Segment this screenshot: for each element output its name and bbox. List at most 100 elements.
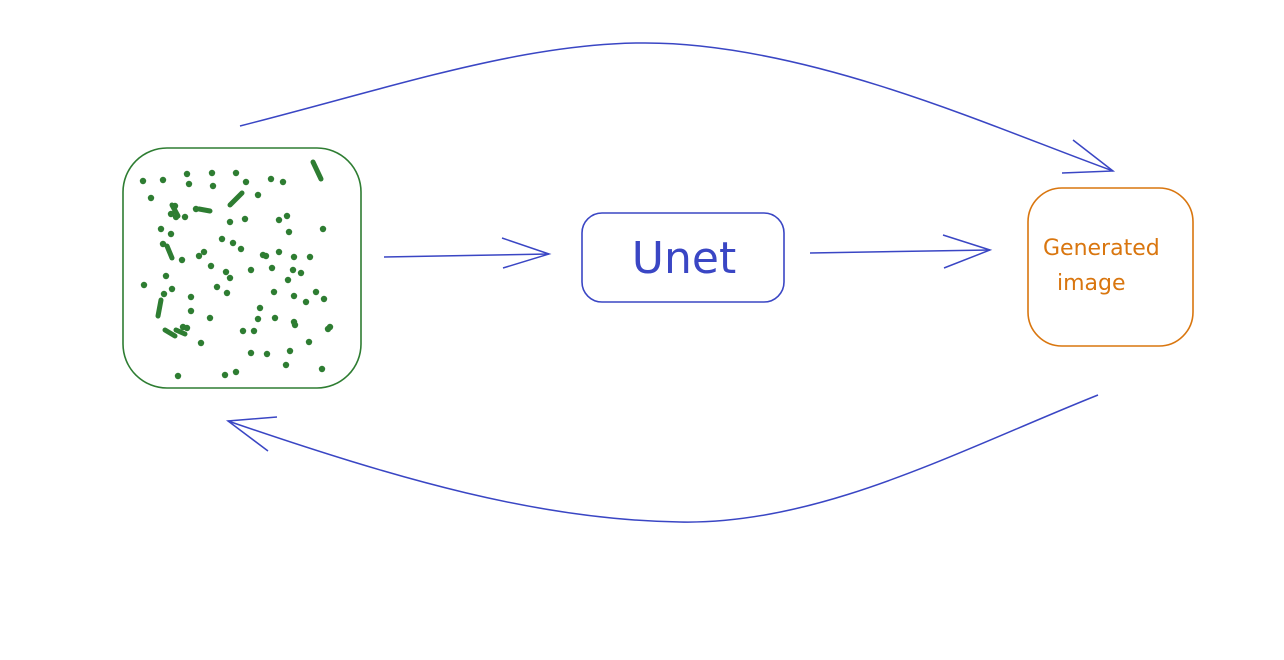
noise-dot [291,321,299,329]
noise-dot [285,228,293,236]
unet-node: Unet [581,212,785,303]
noise-dot [306,253,314,261]
noise-dot [279,178,287,186]
noise-dot [159,176,167,184]
arrow-top-curve-head [1061,139,1116,174]
noise-dash [162,327,178,339]
noise-dot [147,194,155,202]
noise-dot [305,338,313,346]
noise-dot [241,215,249,223]
noise-dot [302,298,310,306]
noise-dot [263,350,271,358]
noise-dot [250,327,258,335]
noise-dot [167,230,175,238]
arrow-bottom-curve-shaft [227,394,1099,523]
noise-dot [324,325,332,333]
noise-dot [187,293,195,301]
noise-dot [174,372,182,380]
noise-dot [247,349,255,357]
noise-dot [275,248,283,256]
noise-dot [247,266,255,274]
arrow-unet-to-generated [809,234,993,269]
generated-image-label-line2: image [1057,271,1126,296]
arrow-top-curve [239,42,1116,174]
noise-dot [162,272,170,280]
noise-dot [268,264,276,272]
noise-dot [254,315,262,323]
noise-dot [289,266,297,274]
noise-dot [239,327,247,335]
noise-dot [200,248,208,256]
arrow-unet-to-generated-head [942,234,993,269]
noise-dot [237,245,245,253]
noise-dot [229,239,237,247]
noise-dot [139,177,147,185]
noise-dot [223,289,231,297]
noise-dot [197,339,205,347]
noise-dot [232,368,240,376]
noise-dot [290,292,298,300]
generated-image-box [1027,187,1194,347]
noise-dash [173,327,188,337]
unet-label: Unet [632,233,736,284]
noise-dot [181,213,189,221]
noise-dot [183,170,191,178]
arrow-bottom-curve [225,394,1099,523]
noise-dot [187,307,195,315]
noise-dot [140,281,148,289]
noise-dot [206,314,214,322]
arrow-top-curve-shaft [239,42,1114,172]
noise-dot [286,347,294,355]
noise-dot [232,169,240,177]
noise-dot [320,295,328,303]
noise-dot [208,169,216,177]
noise-dot [290,253,298,261]
noise-image-box [122,147,362,389]
noise-dash [155,297,164,319]
noise-dot [213,283,221,291]
unet-box [581,212,785,303]
noise-dot [226,274,234,282]
noise-dot [282,361,290,369]
noise-dot [283,212,291,220]
noise-dot [297,269,305,277]
noise-dash [169,202,181,219]
noise-image-node [122,147,362,389]
noise-dot [284,276,292,284]
arrow-unet-to-generated-shaft [809,249,991,254]
noise-dot [270,288,278,296]
noise-dot [318,365,326,373]
noise-dot [256,304,264,312]
noise-dot [168,285,176,293]
noise-dot [312,288,320,296]
noise-dot [319,225,327,233]
generated-image-label-line1: Generated [1043,236,1160,261]
noise-dot [183,324,191,332]
noise-dots-icon [139,159,334,380]
noise-dot [178,256,186,264]
noise-dot [262,252,270,260]
noise-dot [167,210,175,218]
noise-dot [275,216,283,224]
noise-dot [195,252,203,260]
noise-dot [222,268,230,276]
noise-dot [254,191,262,199]
noise-dot [271,314,279,322]
noise-dot [207,262,215,270]
noise-dot [226,218,234,226]
noise-dash [227,190,245,208]
noise-dot [157,225,165,233]
noise-dot [242,178,250,186]
noise-dot [221,371,229,379]
noise-dash [196,206,213,214]
noise-dot [209,182,217,190]
arrow-noise-to-unet-shaft [383,253,550,258]
noise-dash [164,243,175,261]
generated-image-node: Generated image [1027,187,1194,347]
noise-dash [310,159,324,182]
noise-dot [267,175,275,183]
noise-dot [218,235,226,243]
arrow-noise-to-unet-head [501,237,552,269]
noise-dot [185,180,193,188]
